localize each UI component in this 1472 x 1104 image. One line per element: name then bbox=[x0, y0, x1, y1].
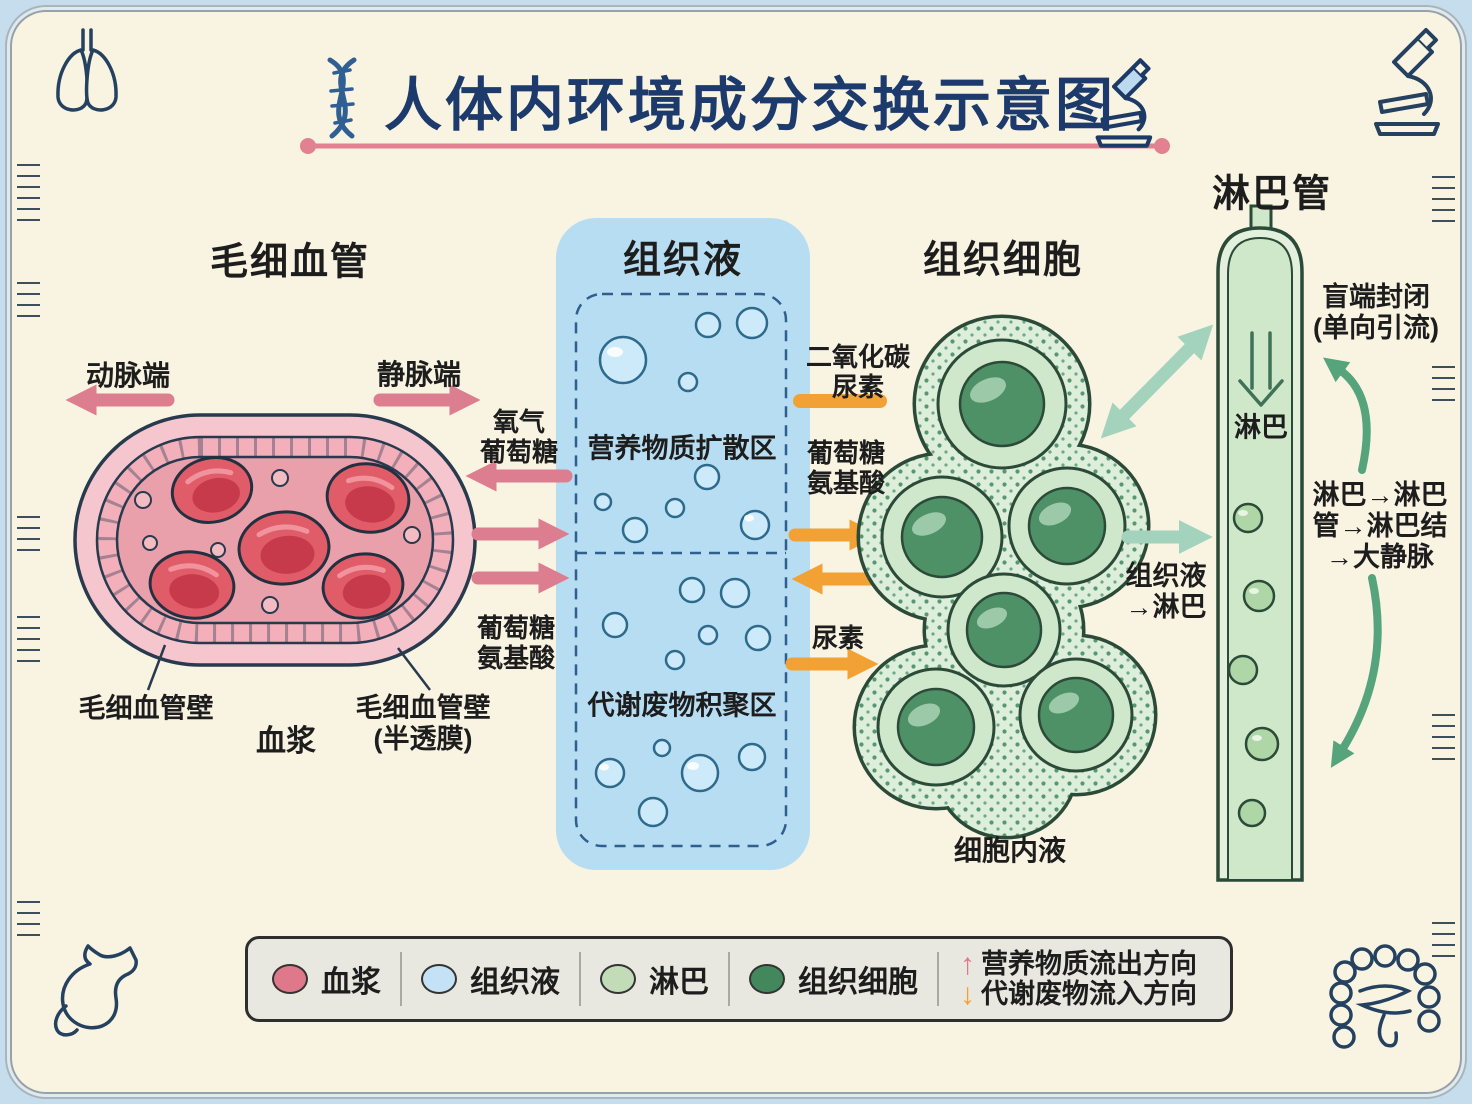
lymph-vessel-title: 淋巴管 bbox=[1211, 173, 1333, 216]
lymph-downflow-icon bbox=[1238, 331, 1284, 407]
wall-pointer-right bbox=[397, 647, 431, 691]
label-tissue-fluid-to-lymph: 组织液 →淋巴 bbox=[1125, 561, 1207, 622]
label-plasma: 血浆 bbox=[256, 725, 316, 758]
lymph-vessel bbox=[1216, 204, 1304, 882]
label-capillary-wall-left: 毛细血管壁 bbox=[78, 693, 214, 724]
tissue-fluid-title: 组织液 bbox=[622, 239, 744, 282]
capillary bbox=[73, 413, 477, 691]
plasma-bubbles bbox=[134, 469, 421, 614]
label-co2-urea: 二氧化碳 尿素 bbox=[805, 342, 911, 402]
legend: 血浆 组织液 淋巴 组织细胞 ↑ 营养物质流出方向 ↓ 代谢废物流入方向 bbox=[245, 936, 1233, 1022]
label-waste-zone: 代谢废物积聚区 bbox=[587, 690, 777, 721]
legend-swatch-cells bbox=[749, 964, 785, 994]
microscope-icon bbox=[1374, 28, 1440, 136]
legend-item-plasma: 血浆 bbox=[272, 957, 381, 1001]
legend-swatch-lymph bbox=[600, 964, 636, 994]
label-lymph-inside: 淋巴 bbox=[1234, 412, 1288, 443]
wall-pointer-left bbox=[146, 644, 167, 691]
legend-item-cells: 组织细胞 bbox=[749, 957, 918, 1001]
lymph-cycle-arrows bbox=[1323, 357, 1382, 768]
title-underline bbox=[300, 138, 1170, 154]
up-arrow-icon: ↑ bbox=[960, 947, 975, 981]
label-lymph-flow-path: 淋巴→淋巴 管→淋巴结 →大静脉 bbox=[1312, 480, 1448, 572]
tissue-fluid-column bbox=[556, 218, 810, 870]
label-glucose-amino-left: 葡萄糖 氨基酸 bbox=[476, 613, 556, 673]
legend-divider bbox=[728, 952, 730, 1006]
label-venous-end: 静脉端 bbox=[376, 359, 462, 390]
label-blind-end: 盲端封闭 (单向引流) bbox=[1313, 282, 1439, 343]
bubble-highlights bbox=[599, 347, 754, 771]
cells bbox=[876, 338, 1134, 787]
label-intracellular-fluid: 细胞内液 bbox=[953, 835, 1067, 866]
page-title: 人体内环境成分交换示意图 bbox=[383, 73, 1117, 138]
dna-icon bbox=[327, 57, 357, 139]
arrow-cells-lymph-double bbox=[1100, 324, 1214, 439]
label-arterial-end: 动脉端 bbox=[85, 360, 171, 391]
label-nutrient-zone: 营养物质扩散区 bbox=[587, 433, 777, 464]
legend-divider bbox=[937, 952, 939, 1006]
plasma-flow-arrows bbox=[65, 384, 573, 594]
label-capillary-wall-right: 毛细血管壁 (半透膜) bbox=[355, 693, 491, 754]
legend-item-lymph: 淋巴 bbox=[600, 957, 709, 1001]
stomach-icon bbox=[53, 944, 138, 1037]
label-urea: 尿素 bbox=[811, 623, 865, 653]
arrow-lymph-up bbox=[1323, 357, 1371, 474]
capillary-title: 毛细血管 bbox=[209, 241, 371, 284]
capillary-wall-bricks bbox=[98, 438, 452, 642]
lymph-bubble-highlights bbox=[1238, 510, 1262, 741]
dashed-zone-border bbox=[574, 292, 788, 848]
legend-item-tissue-fluid: 组织液 bbox=[421, 957, 560, 1001]
label-glucose-amino-right: 葡萄糖 氨基酸 bbox=[806, 438, 886, 498]
legend-swatch-plasma bbox=[272, 964, 308, 994]
border-ticks bbox=[17, 164, 1455, 957]
legend-nutrient-out: ↑ 营养物质流出方向 bbox=[960, 947, 1197, 981]
tissue-cells-title: 组织细胞 bbox=[922, 239, 1084, 282]
legend-waste-in: ↓ 代谢废物流入方向 bbox=[960, 977, 1197, 1011]
legend-divider bbox=[579, 952, 581, 1006]
intestines-icon bbox=[1329, 944, 1441, 1049]
legend-divider bbox=[400, 952, 402, 1006]
tissue-cells bbox=[852, 314, 1158, 840]
lungs-icon bbox=[56, 28, 118, 112]
legend-flow-directions: ↑ 营养物质流出方向 ↓ 代谢废物流入方向 bbox=[960, 947, 1197, 1011]
legend-swatch-tissue-fluid bbox=[421, 964, 457, 994]
lymph-exchange-arrows bbox=[1100, 324, 1214, 554]
microscope-icon bbox=[1095, 58, 1153, 148]
red-blood-cells bbox=[148, 456, 411, 620]
down-arrow-icon: ↓ bbox=[960, 977, 975, 1011]
label-oxygen-glucose: 氧气 葡萄糖 bbox=[479, 407, 559, 467]
arrow-lymph-down bbox=[1330, 574, 1382, 768]
